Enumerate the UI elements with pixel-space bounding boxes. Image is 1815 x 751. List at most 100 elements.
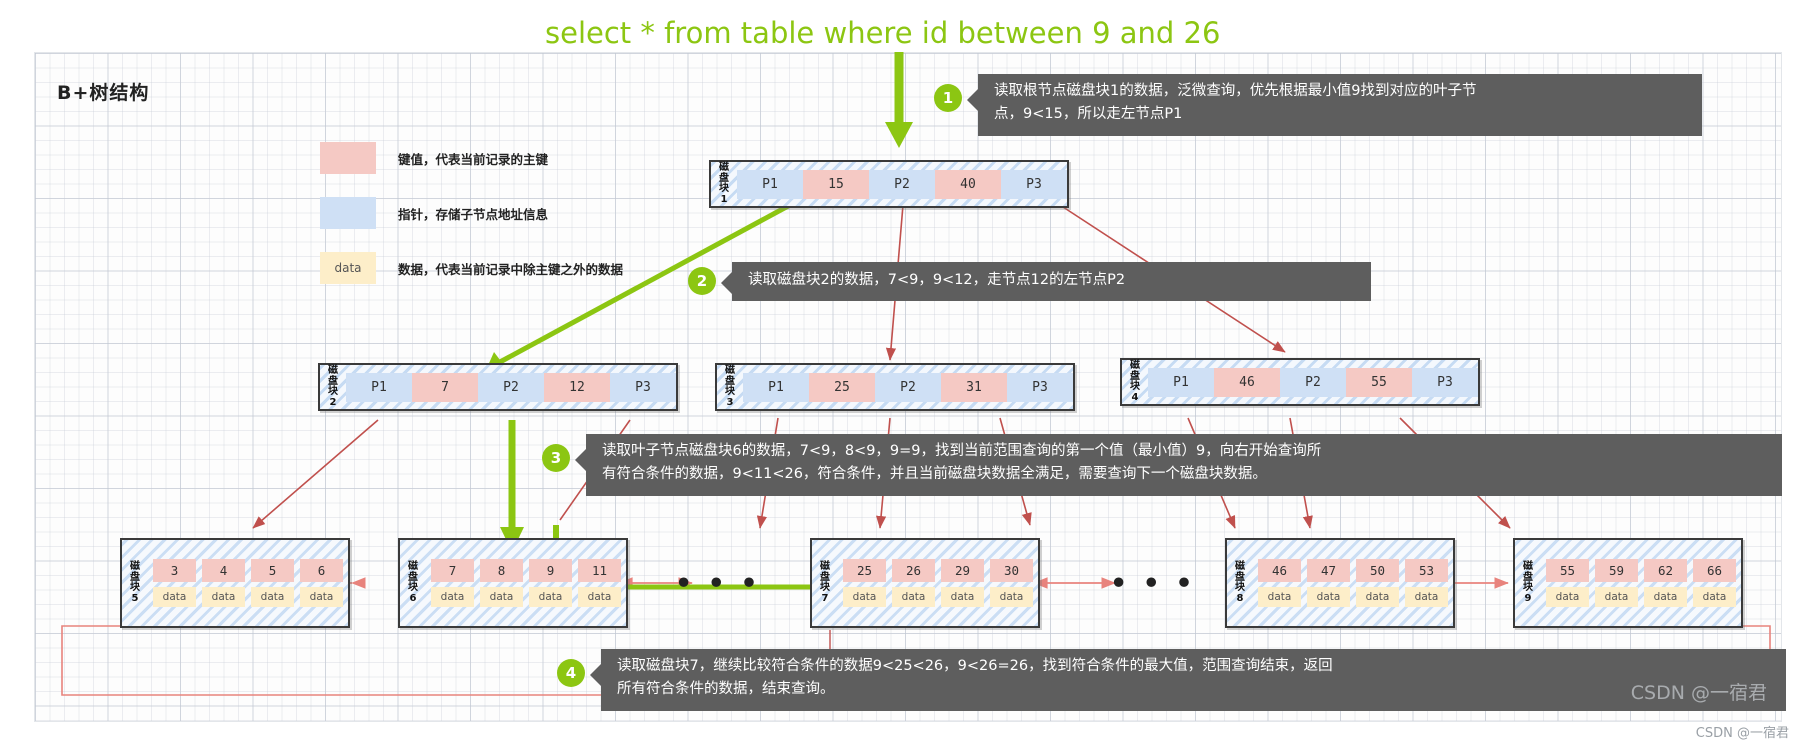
leaf-key: 59 [1595,559,1638,582]
annotation-3-box: 读取叶子节点磁盘块6的数据，7<9，8<9，9=9，找到当前范围查询的第一个值（… [586,434,1782,496]
leaf-entry[interactable]: 30 data [990,559,1033,607]
cell-pointer[interactable]: P2 [875,372,941,402]
leaf-entry[interactable]: 25 data [843,559,886,607]
cell-key[interactable]: 7 [412,372,478,402]
leaf-data: data [892,587,935,607]
leaf-data: data [431,587,474,607]
leaf-entry[interactable]: 11 data [578,559,621,607]
cell-key[interactable]: 12 [544,372,610,402]
leaf-entry[interactable]: 59 data [1595,559,1638,607]
leaf-entry[interactable]: 9 data [529,559,572,607]
leaf-key: 3 [153,559,196,582]
disk-block-5-leaf[interactable]: 磁 盘 块 5 3 data 4 data 5 data 6 data [120,538,350,628]
leaf-data: data [578,587,621,607]
leaf-data: data [941,587,984,607]
leaf-entry[interactable]: 55 data [1546,559,1589,607]
legend-swatch-pointer [320,197,376,229]
disk-block-2-node[interactable]: 磁 盘 块 2 P1 7 P2 12 P3 [318,363,678,411]
disk-block-3-node[interactable]: 磁 盘 块 3 P1 25 P2 31 P3 [715,363,1075,411]
leaf-entry[interactable]: 4 data [202,559,245,607]
leaf-key: 62 [1644,559,1687,582]
disk-block-4-cells: P1 46 P2 55 P3 [1148,360,1478,404]
cell-key[interactable]: 25 [809,372,875,402]
disk-block-7-cells: 25 data 26 data 29 data 30 data [838,540,1038,626]
leaf-gap-ellipsis-2: • • • [1110,568,1196,599]
cell-pointer[interactable]: P1 [737,169,803,199]
cell-key[interactable]: 15 [803,169,869,199]
cell-pointer[interactable]: P2 [1280,367,1346,397]
disk-block-2-cells: P1 7 P2 12 P3 [346,365,676,409]
cell-key[interactable]: 31 [941,372,1007,402]
cell-pointer[interactable]: P3 [1001,169,1067,199]
cell-pointer[interactable]: P3 [1007,372,1073,402]
disk-block-8-cells: 46 data 47 data 50 data 53 data [1253,540,1453,626]
leaf-key: 46 [1258,559,1301,582]
leaf-entry[interactable]: 6 data [300,559,343,607]
disk-block-3-cells: P1 25 P2 31 P3 [743,365,1073,409]
disk-block-1-label: 磁 盘 块 1 [719,162,729,205]
annotation-1-pointer [967,89,978,111]
disk-block-9-leaf[interactable]: 磁 盘 块 9 55 data 59 data 62 data 66 data [1513,538,1743,628]
leaf-key: 50 [1356,559,1399,582]
cell-key[interactable]: 46 [1214,367,1280,397]
leaf-data: data [1307,587,1350,607]
disk-block-6-cells: 7 data 8 data 9 data 11 data [426,540,626,626]
cell-key[interactable]: 55 [1346,367,1412,397]
disk-block-8-leaf[interactable]: 磁 盘 块 8 46 data 47 data 50 data 53 data [1225,538,1455,628]
leaf-entry[interactable]: 53 data [1405,559,1448,607]
cell-pointer[interactable]: P1 [743,372,809,402]
annotation-1-line2: 点，9<15，所以走左节点P1 [994,106,1183,122]
cell-pointer[interactable]: P3 [610,372,676,402]
disk-block-9-label: 磁 盘 块 9 [1523,561,1533,604]
leaf-entry[interactable]: 46 data [1258,559,1301,607]
leaf-key: 53 [1405,559,1448,582]
cell-pointer[interactable]: P1 [346,372,412,402]
cell-key[interactable]: 40 [935,169,1001,199]
leaf-entry[interactable]: 7 data [431,559,474,607]
legend-item-pointer: 指针，存储子节点地址信息 [320,195,623,231]
disk-block-3-label: 磁 盘 块 3 [725,365,735,408]
disk-block-7-leaf[interactable]: 磁 盘 块 7 25 data 26 data 29 data 30 data [810,538,1040,628]
disk-block-6-leaf[interactable]: 磁 盘 块 6 7 data 8 data 9 data 11 data [398,538,628,628]
legend-label-data: 数据，代表当前记录中除主键之外的数据 [398,261,624,277]
leaf-entry[interactable]: 47 data [1307,559,1350,607]
leaf-data: data [480,587,523,607]
annotation-4-line1: 读取磁盘块7，继续比较符合条件的数据9<25<26，9<26=26，找到符合条件… [617,658,1333,674]
legend-label-key: 键值，代表当前记录的主键 [398,151,549,167]
cell-pointer[interactable]: P2 [869,169,935,199]
leaf-key: 25 [843,559,886,582]
cell-pointer[interactable]: P1 [1148,367,1214,397]
leaf-key: 7 [431,559,474,582]
disk-block-4-node[interactable]: 磁 盘 块 4 P1 46 P2 55 P3 [1120,358,1480,406]
legend-swatch-data: data [320,252,376,284]
annotation-4-line2: 所有符合条件的数据，结束查询。 [617,681,835,697]
legend-item-key: 键值，代表当前记录的主键 [320,140,623,176]
diagram-heading: B+树结构 [57,82,150,104]
leaf-data: data [153,587,196,607]
leaf-key: 4 [202,559,245,582]
disk-block-1-node[interactable]: 磁 盘 块 1 P1 15 P2 40 P3 [709,160,1069,208]
leaf-data: data [843,587,886,607]
leaf-key: 6 [300,559,343,582]
leaf-data: data [1644,587,1687,607]
leaf-entry[interactable]: 8 data [480,559,523,607]
leaf-entry[interactable]: 3 data [153,559,196,607]
leaf-entry[interactable]: 66 data [1693,559,1736,607]
leaf-entry[interactable]: 5 data [251,559,294,607]
annotation-2-badge: 2 [688,267,716,295]
annotation-1-box: 读取根节点磁盘块1的数据，泛微查询，优先根据最小值9找到对应的叶子节 点，9<1… [978,74,1702,136]
leaf-entry[interactable]: 29 data [941,559,984,607]
leaf-key: 55 [1546,559,1589,582]
leaf-entry[interactable]: 62 data [1644,559,1687,607]
leaf-entry[interactable]: 26 data [892,559,935,607]
leaf-entry[interactable]: 50 data [1356,559,1399,607]
cell-pointer[interactable]: P2 [478,372,544,402]
leaf-data: data [251,587,294,607]
cell-pointer[interactable]: P3 [1412,367,1478,397]
leaf-key: 9 [529,559,572,582]
leaf-data: data [1356,587,1399,607]
leaf-gap-ellipsis-1: • • • [675,568,761,599]
leaf-key: 30 [990,559,1033,582]
annotation-2-box: 读取磁盘块2的数据，7<9，9<12，走节点12的左节点P2 [732,262,1371,301]
watermark: CSDN @一宿君 [1695,726,1789,741]
